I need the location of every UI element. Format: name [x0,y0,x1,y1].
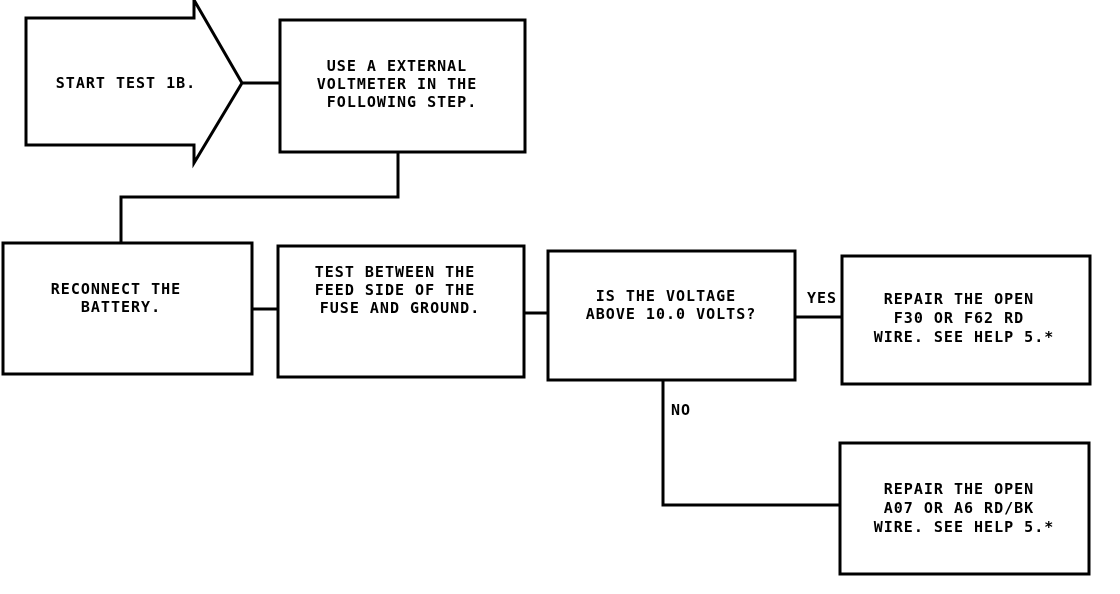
repair-no-line-1: REPAIR THE OPEN [884,480,1034,498]
reconnect-line-1: RECONNECT THE [51,280,181,298]
process-box-test-label: TEST BETWEEN THE FEED SIDE OF THE FUSE A… [315,263,486,317]
process-box-voltmeter-shape [278,18,527,154]
decision-box-voltage-shape [546,249,797,382]
process-box-voltmeter-label: USE A EXTERNAL VOLTMETER IN THE FOLLOWIN… [317,57,488,111]
process-box-repair-no-shape [838,441,1091,576]
repair-yes-line-3: WIRE. SEE HELP 5.* [874,328,1055,346]
process-box-repair-yes-shape [840,254,1092,386]
repair-yes-line-1: REPAIR THE OPEN [884,290,1034,308]
start-label: START TEST 1B. [56,74,196,92]
decision-box-voltage-label: IS THE VOLTAGE ABOVE 10.0 VOLTS? [586,287,757,323]
process-box-test-shape [276,244,526,379]
start-node: START TEST 1B. [24,0,244,169]
repair-no-line-3: WIRE. SEE HELP 5.* [874,518,1055,536]
connector-voltmeter-to-reconnect [119,152,400,243]
start-label-line: START TEST 1B. [56,74,196,92]
repair-no-line-2: A07 OR A6 RD/BK [884,499,1034,517]
connector-decision-no [661,380,840,507]
decision-line-2: ABOVE 10.0 VOLTS? [586,305,757,323]
process-box-repair-yes-label: REPAIR THE OPEN F30 OR F62 RD WIRE. SEE … [874,290,1055,346]
edge-label-no: NO [671,401,691,419]
voltmeter-line-2: VOLTMETER IN THE [317,75,478,93]
test-line-3: FUSE AND GROUND. [320,299,481,317]
process-box-voltmeter: USE A EXTERNAL VOLTMETER IN THE FOLLOWIN… [278,18,527,154]
connectors [119,81,842,507]
start-arrow-shape [24,0,244,169]
voltmeter-line-3: FOLLOWING STEP. [327,93,477,111]
process-box-test: TEST BETWEEN THE FEED SIDE OF THE FUSE A… [276,244,526,379]
process-box-repair-yes: REPAIR THE OPEN F30 OR F62 RD WIRE. SEE … [840,254,1092,386]
test-line-1: TEST BETWEEN THE [315,263,476,281]
edge-label-yes: YES [807,289,837,307]
process-box-reconnect-shape [1,241,254,376]
process-box-repair-no: REPAIR THE OPEN A07 OR A6 RD/BK WIRE. SE… [838,441,1091,576]
voltmeter-line-1: USE A EXTERNAL [327,57,467,75]
decision-box-voltage: IS THE VOLTAGE ABOVE 10.0 VOLTS? [546,249,797,382]
reconnect-line-2: BATTERY. [81,298,161,316]
repair-yes-line-2: F30 OR F62 RD [894,309,1024,327]
process-box-reconnect: RECONNECT THE BATTERY. [1,241,254,376]
test-line-2: FEED SIDE OF THE [315,281,476,299]
decision-line-1: IS THE VOLTAGE [596,287,736,305]
process-box-repair-no-label: REPAIR THE OPEN A07 OR A6 RD/BK WIRE. SE… [874,480,1055,536]
process-box-reconnect-label: RECONNECT THE BATTERY. [51,280,191,316]
